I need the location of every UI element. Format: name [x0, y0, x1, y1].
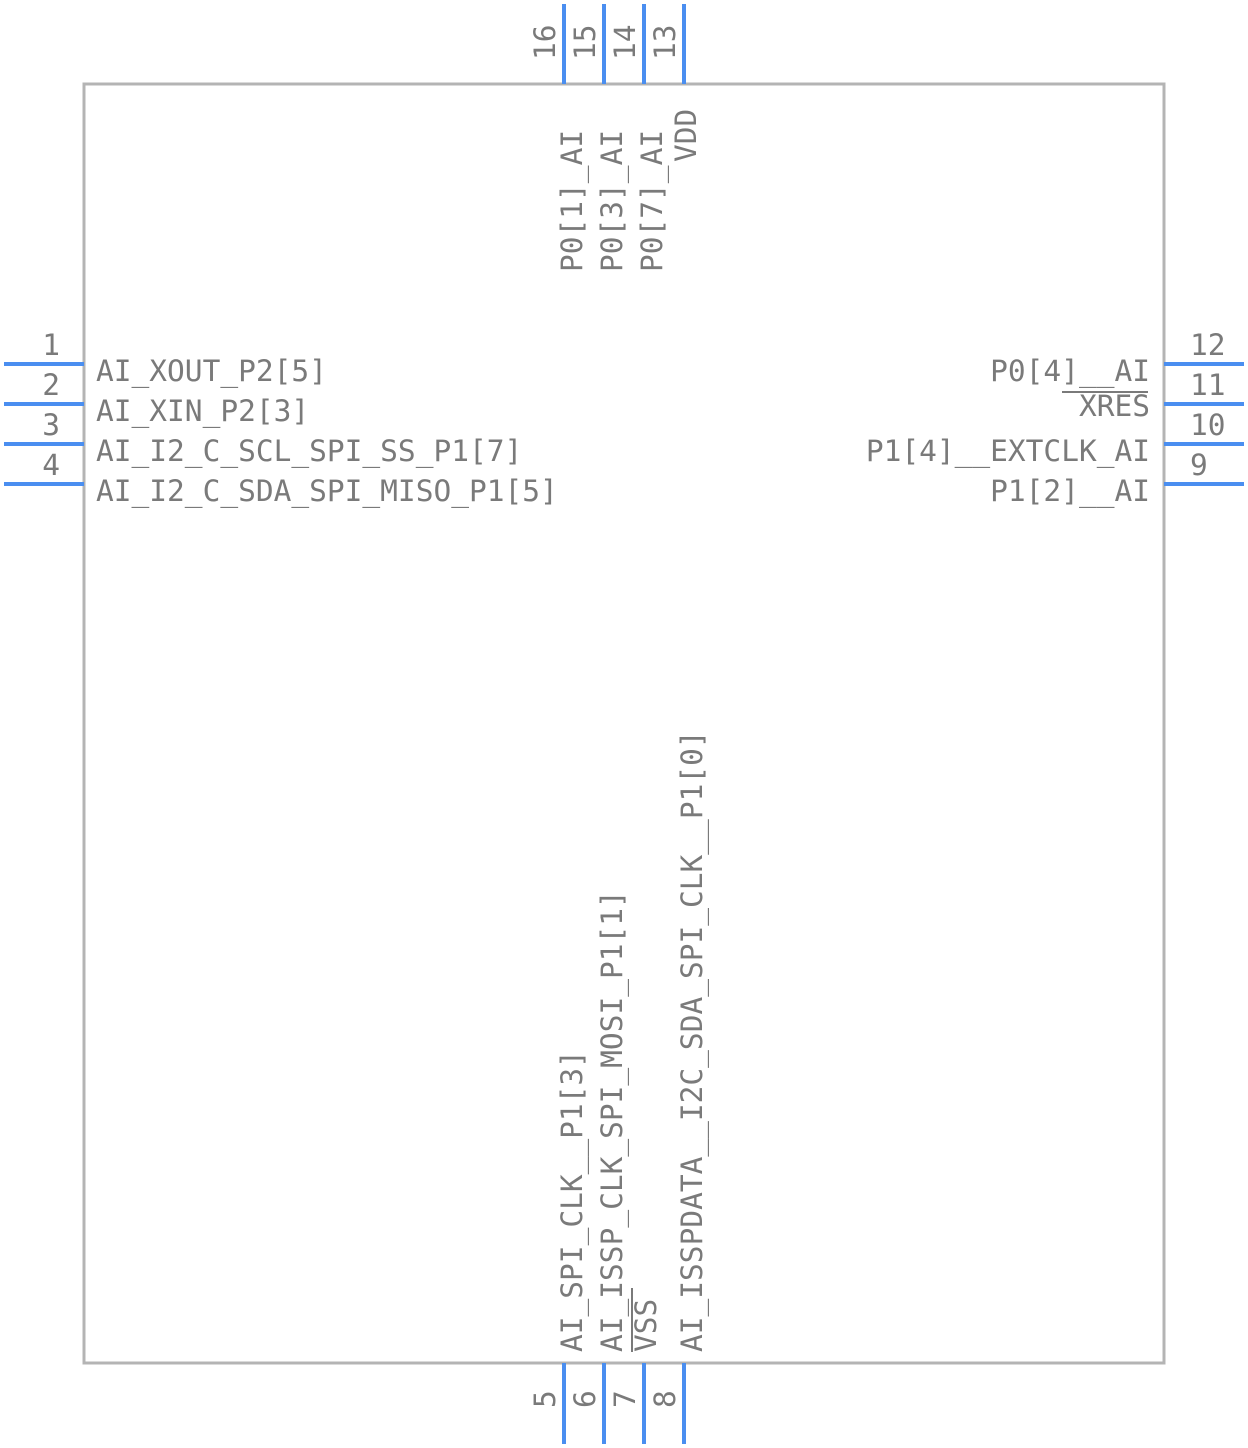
pin-12-number: 12	[1190, 328, 1226, 362]
pin-9-number: 9	[1190, 448, 1208, 482]
pin-7-label: VSS	[629, 1299, 663, 1352]
pin-8-number: 8	[648, 1390, 682, 1408]
pin-14-number: 14	[608, 24, 642, 60]
component-body	[82, 82, 1166, 1365]
pin-16-label: P0[1]_AI	[555, 130, 590, 272]
pin-2-number: 2	[42, 368, 60, 402]
pin-7-number: 7	[608, 1390, 642, 1408]
pin-3-number: 3	[42, 408, 60, 442]
pin-10-number: 10	[1190, 408, 1226, 442]
pin-13-label: VDD	[669, 109, 703, 162]
pin-10-label: P1[4]__EXTCLK_AI	[866, 434, 1150, 469]
pin-8-label: AI_ISSPDATA__I2C_SDA_SPI_CLK__P1[0]	[675, 730, 710, 1352]
pin-5-label: AI_SPI_CLK__P1[3]	[555, 1050, 590, 1352]
pin-16-number: 16	[528, 24, 562, 60]
pin-13-number: 13	[648, 24, 682, 60]
pin-2-label: AI_XIN_P2[3]	[96, 394, 309, 429]
pin-4-label: AI_I2_C_SDA_SPI_MISO_P1[5]	[96, 474, 558, 509]
pin-3-label: AI_I2_C_SCL_SPI_SS_P1[7]	[96, 434, 522, 469]
pin-4-number: 4	[42, 448, 60, 482]
pin-15-number: 15	[568, 24, 602, 60]
pin-15-label: P0[3]_AI	[595, 130, 630, 272]
pin-9-label: P1[2]__AI	[990, 474, 1150, 509]
pin-1-label: AI_XOUT_P2[5]	[96, 354, 327, 389]
pin-5-number: 5	[528, 1390, 562, 1408]
pin-12-label: P0[4]__AI	[990, 354, 1150, 389]
pin-6-label: AI_ISSP_CLK_SPI_MOSI_P1[1]	[595, 890, 630, 1352]
pin-11-number: 11	[1190, 368, 1226, 402]
pin-14-label: P0[7]_AI	[635, 130, 670, 272]
pin-1-number: 1	[42, 328, 60, 362]
pin-11-label: XRES	[1079, 389, 1150, 423]
pin-6-number: 6	[568, 1390, 602, 1408]
